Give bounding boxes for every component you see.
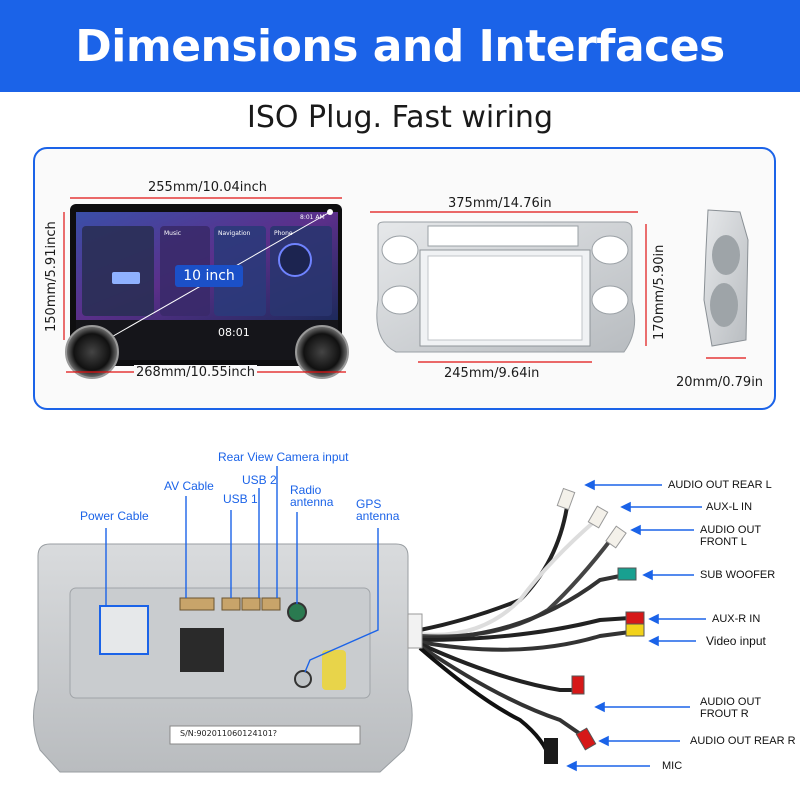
panel-phone-label: Phone [274, 230, 293, 237]
usb2-label: USB 2 [242, 473, 277, 487]
mounting-frame [376, 221, 636, 353]
rear-pointer-lines [105, 466, 379, 673]
serial-label: S/N:902011060124101? [180, 729, 278, 738]
head-unit-front [65, 204, 349, 379]
video-input-label: Video input [706, 634, 766, 648]
rear-unit [33, 543, 413, 773]
rear-camera-label: Rear View Camera input [218, 450, 349, 464]
screen-height-label: 150mm/5.91inch [44, 221, 59, 332]
aux-r-in-label: AUX-R IN [712, 613, 761, 625]
side-profile [703, 209, 749, 347]
screen-width-label: 255mm/10.04inch [148, 180, 267, 195]
sub-woofer-label: SUB WOOFER [700, 569, 776, 581]
mic-label: MIC [662, 760, 683, 772]
frame-height-label: 170mm/5.90in [652, 244, 667, 340]
page-title: Dimensions and Interfaces [75, 20, 725, 72]
subtitle: ISO Plug. Fast wiring [246, 100, 553, 135]
screen-diagonal-label: 10 inch [183, 268, 235, 284]
audio-out-rear-r-label: AUDIO OUT REAR R [690, 735, 796, 747]
frame-width-label: 375mm/14.76in [448, 196, 552, 211]
usb1-label: USB 1 [223, 492, 258, 506]
wiring-harness [407, 487, 645, 764]
audio-out-front-l-label-2: FRONT L [700, 536, 747, 548]
audio-out-front-l-label-1: AUDIO OUT [700, 524, 762, 536]
av-cable-label: AV Cable [164, 479, 214, 493]
header-banner: Dimensions and Interfaces [0, 0, 800, 92]
aux-l-in-label: AUX-L IN [706, 501, 753, 513]
gps-antenna-label-1: GPS [356, 497, 382, 511]
frame-inner-width-label: 245mm/9.64in [444, 366, 540, 381]
harness-arrows [566, 479, 706, 772]
audio-out-frout-r-label-2: FROUT R [700, 708, 749, 720]
screen-bottom-width-label: 268mm/10.55inch [134, 365, 257, 380]
screen-clock: 08:01 [218, 326, 250, 339]
depth-label: 20mm/0.79in [676, 375, 764, 390]
radio-antenna-label-1: Radio [290, 483, 322, 497]
panel-navigation-label: Navigation [218, 230, 251, 237]
audio-out-rear-l-label: AUDIO OUT REAR L [668, 479, 772, 491]
radio-antenna-label-2: antenna [290, 495, 334, 509]
status-time: 8:01 AM [300, 214, 325, 221]
panel-music-label: Music [164, 230, 182, 237]
gps-antenna-label-2: antenna [356, 509, 400, 523]
power-cable-label: Power Cable [80, 509, 149, 523]
audio-out-frout-r-label-1: AUDIO OUT [700, 696, 762, 708]
